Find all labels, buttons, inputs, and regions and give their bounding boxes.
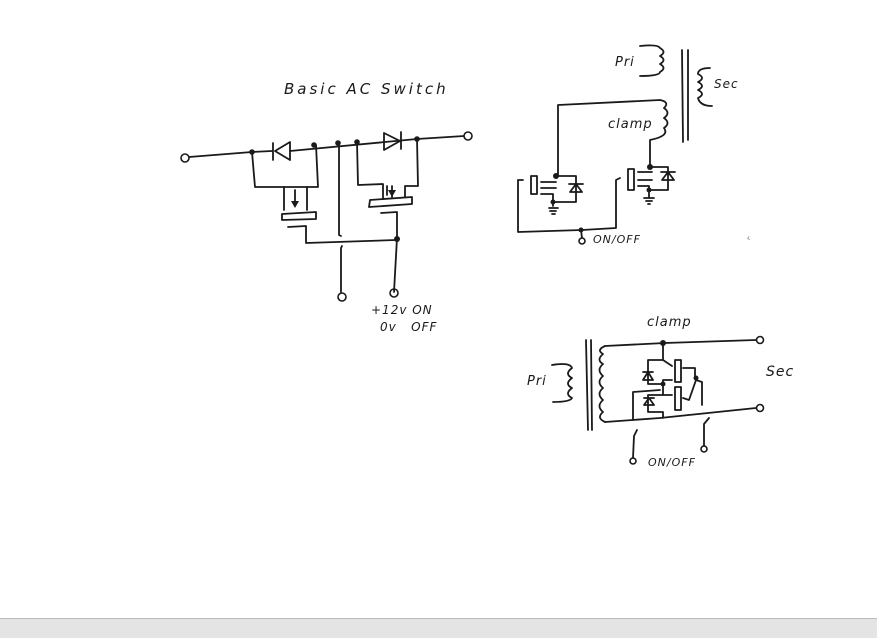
input-terminal [180, 153, 190, 163]
mosfet-left [281, 211, 317, 221]
on-off-terminal [578, 237, 586, 245]
scanner-edge [0, 618, 877, 638]
mosfet-right [368, 196, 413, 208]
on-off-terminal-a [629, 457, 637, 465]
sec-bottom-terminal [755, 403, 765, 413]
on-off-label-bottom: ON/OFF [648, 456, 696, 469]
output-terminal [463, 131, 473, 141]
circuit-title: Basic AC Switch [284, 80, 449, 98]
clamp-label-bottom: clamp [647, 315, 692, 330]
sec-label-bottom: Sec [766, 364, 795, 380]
clamp-coil [557, 99, 669, 176]
common-terminal [337, 292, 347, 302]
secondary-coil [598, 345, 606, 423]
transformer-core [681, 49, 689, 143]
transformer-core [585, 339, 593, 431]
primary-coil [639, 44, 665, 77]
control-off-label: 0v OFF [380, 320, 438, 334]
bottom-right-schematic [551, 335, 765, 465]
diode-right [383, 131, 402, 151]
on-off-terminal-b [700, 445, 708, 453]
on-off-label: ON/OFF [593, 233, 641, 246]
secondary-coil [697, 67, 713, 107]
clamp-label: clamp [608, 117, 653, 132]
pri-label-bottom: Pri [527, 374, 547, 389]
control-on-label: +12v ON [371, 303, 433, 317]
basic-ac-switch-schematic [180, 131, 473, 302]
sec-top-terminal [755, 335, 765, 345]
primary-coil [551, 363, 573, 403]
diode-left [272, 141, 291, 161]
pri-label: Pri [615, 55, 635, 70]
control-terminal [389, 288, 399, 298]
sec-label: Sec [714, 77, 739, 91]
top-right-schematic [517, 44, 713, 245]
